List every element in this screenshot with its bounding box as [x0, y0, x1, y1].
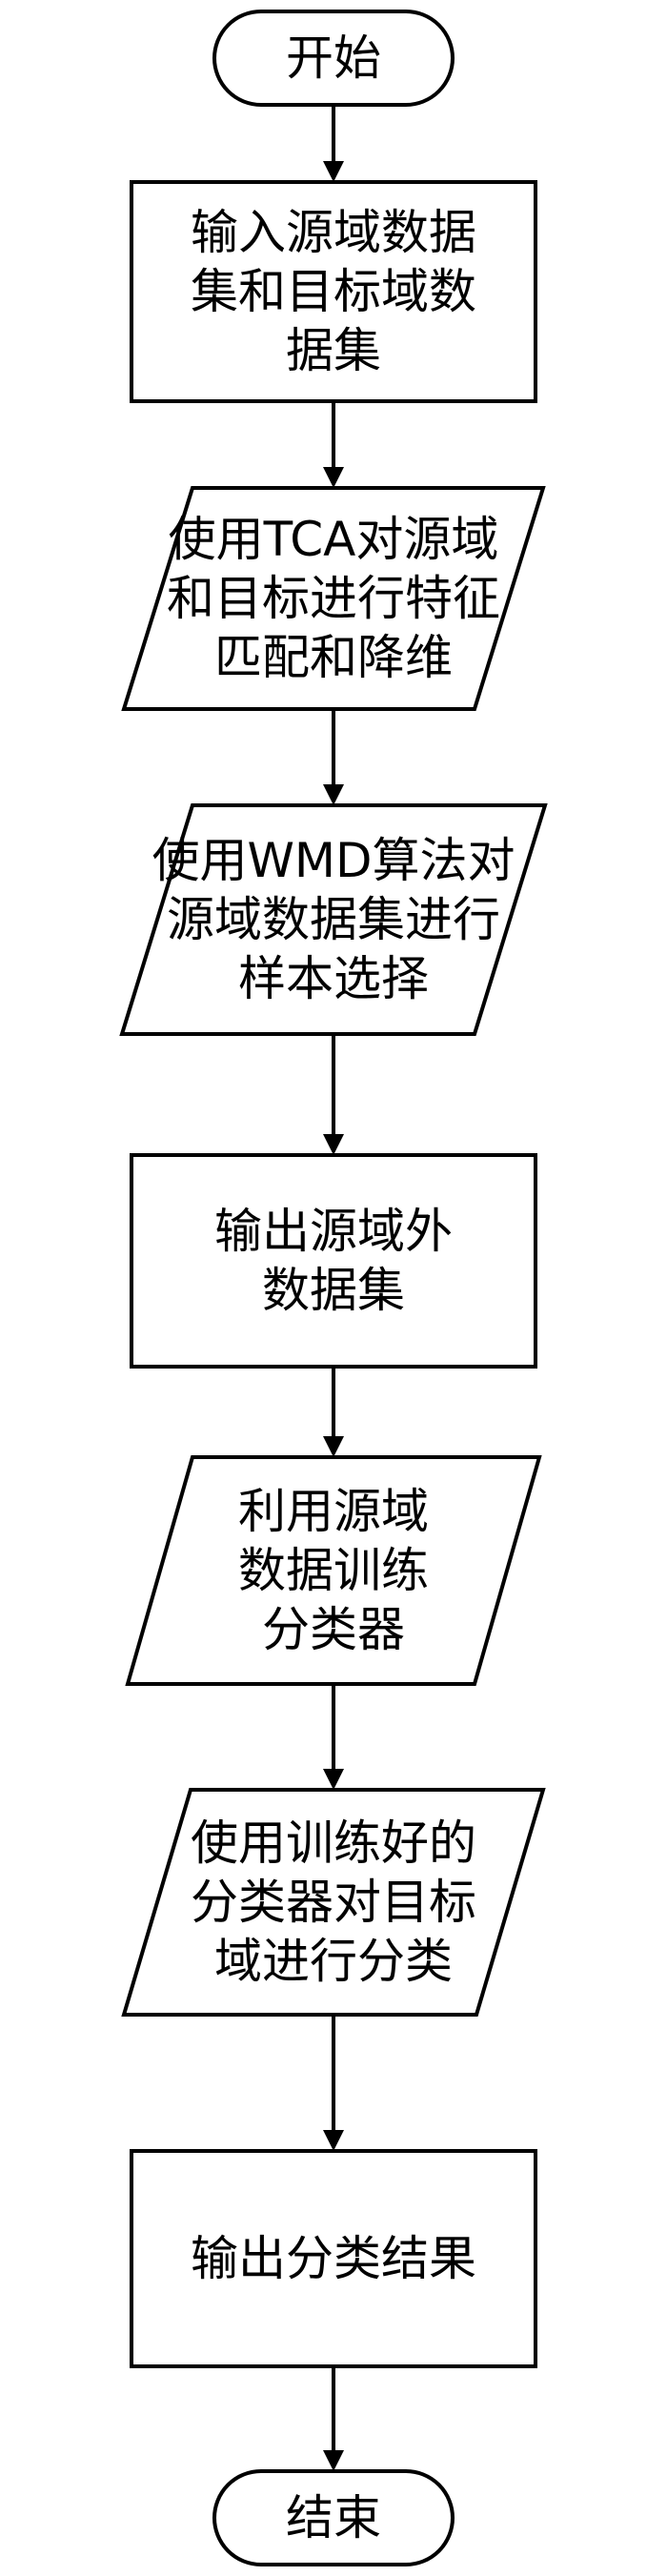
flow-arrow [323, 2366, 344, 2471]
arrowhead-icon [323, 1134, 344, 1155]
node-label-line: 匹配和降维 [214, 630, 453, 685]
node-label-line: 数据训练 [238, 1543, 429, 1598]
terminal-shape [212, 2469, 455, 2566]
flow-arrow [323, 1684, 344, 1790]
flow-arrow [323, 105, 344, 182]
node-label-line: 使用WMD算法对 [152, 833, 515, 888]
node-label-line: 域进行分类 [214, 1934, 453, 1989]
node-label-line: 数据集 [262, 1263, 405, 1318]
arrowhead-icon [323, 1436, 344, 1457]
flow-arrow [323, 1367, 344, 1457]
flow-arrow [323, 2015, 344, 2151]
process-shape [130, 2149, 537, 2368]
io-shape [121, 1788, 546, 2017]
node-label-line: 输出源域外 [214, 1204, 453, 1259]
node-result: 输出分类结果 [130, 2149, 537, 2368]
node-label-line: 样本选择 [238, 951, 429, 1006]
arrowhead-icon [323, 161, 344, 182]
node-label-line: 输出分类结果 [191, 2231, 476, 2286]
io-shape [125, 1455, 542, 1686]
arrowhead-icon [323, 467, 344, 488]
node-start: 开始 [212, 10, 455, 107]
flowchart-edges [323, 105, 344, 2471]
process-shape [130, 180, 537, 403]
process-shape [130, 1153, 537, 1369]
node-label-line: 分类器对目标 [191, 1875, 476, 1930]
flow-arrow [323, 401, 344, 488]
arrowhead-icon [323, 2450, 344, 2471]
node-label-line: 源域数据集进行 [167, 892, 500, 947]
node-end: 结束 [212, 2469, 455, 2566]
node-label-line: 和目标进行特征 [167, 571, 500, 626]
arrowhead-icon [323, 1769, 344, 1790]
node-label-line: 使用训练好的 [191, 1815, 476, 1871]
node-label-line: 利用源域 [238, 1484, 429, 1539]
arrowhead-icon [323, 784, 344, 805]
node-label-line: 使用TCA对源域 [169, 512, 499, 567]
io-shape [119, 803, 548, 1036]
node-label-line: 开始 [286, 30, 381, 86]
node-label-line: 分类器 [262, 1602, 405, 1657]
arrowhead-icon [323, 2130, 344, 2151]
node-label-line: 据集 [286, 323, 381, 378]
flowchart-nodes: 开始输入源域数据集和目标域数据集使用TCA对源域和目标进行特征匹配和降维使用WM… [119, 10, 548, 2566]
node-label-line: 结束 [286, 2490, 381, 2546]
node-label-line: 集和目标域数 [191, 264, 476, 319]
node-label-line: 输入源域数据 [191, 205, 476, 260]
terminal-shape [212, 10, 455, 107]
io-shape [121, 486, 546, 711]
flow-arrow [323, 1034, 344, 1155]
flow-arrow [323, 709, 344, 805]
